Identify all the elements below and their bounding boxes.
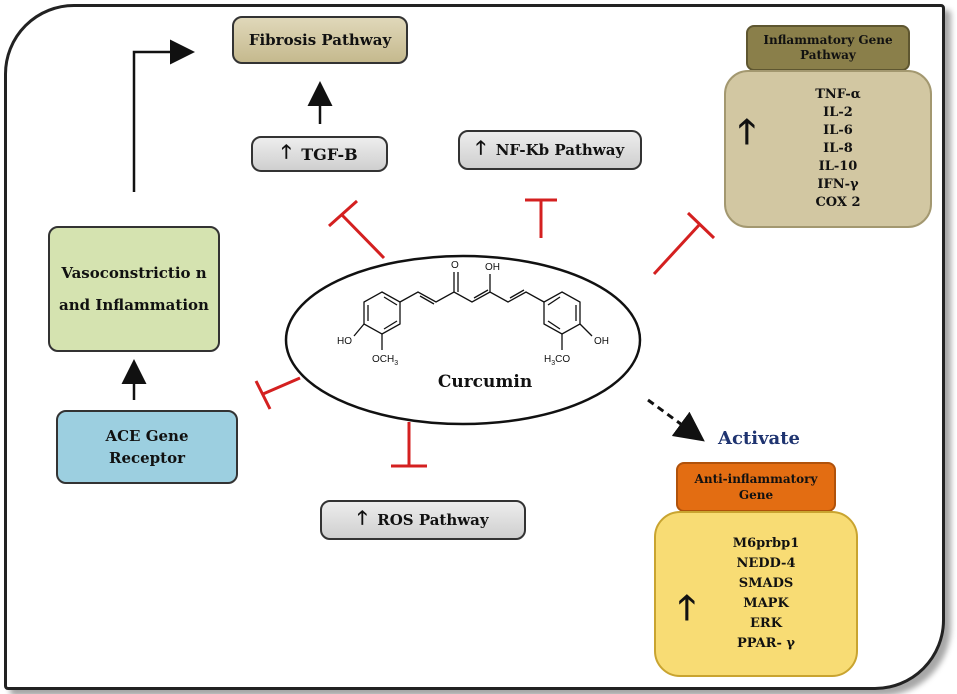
chem-label-oh-right: OH	[594, 336, 609, 347]
fibrosis-pathway-label: Fibrosis Pathway	[248, 31, 392, 49]
chem-label-oh-top: OH	[485, 262, 500, 273]
vasoconstriction-box: Vasoconstrictio n and Inflammation	[48, 226, 220, 352]
inflammatory-gene-item: IL-2	[823, 105, 853, 120]
inflammatory-header-box: Inflammatory Gene Pathway	[746, 25, 910, 71]
anti-inflammatory-up-arrow-icon: 🡑	[678, 588, 696, 628]
ace-gene-receptor-label: ACE Gene Receptor	[105, 427, 189, 467]
anti-inflammatory-gene-item: M6prbp1	[732, 536, 800, 551]
nfkb-pathway-label: NF-Kb Pathway	[495, 141, 625, 159]
inflammatory-gene-item: COX 2	[815, 195, 861, 210]
inflammatory-gene-item: IFN-γ	[817, 177, 859, 192]
anti-inflammatory-gene-list: M6prbp1 NEDD-4 SMADS MAPK ERK PPAR- γ	[733, 534, 800, 654]
inflammatory-gene-item: IL-8	[823, 141, 853, 156]
fibrosis-pathway-box: Fibrosis Pathway	[232, 16, 408, 64]
up-arrow-icon: 🡑	[281, 141, 292, 163]
inflammatory-gene-box: TNF-α IL-2 IL-6 IL-8 IL-10 IFN-γ COX 2	[724, 70, 932, 228]
up-arrow-icon: 🡑	[475, 137, 486, 159]
inflammatory-header-label: Inflammatory Gene Pathway	[763, 33, 893, 62]
chem-label-och3: OCH3	[372, 354, 398, 367]
anti-inflammatory-gene-box: M6prbp1 NEDD-4 SMADS MAPK ERK PPAR- γ	[654, 511, 858, 677]
up-arrow-icon: 🡑	[357, 507, 368, 529]
inhibit-ace-symbol	[254, 376, 301, 410]
inhibit-inflammatory-symbol	[652, 211, 716, 276]
chem-label-o: O	[451, 260, 459, 271]
ros-pathway-label: ROS Pathway	[377, 511, 489, 529]
inflammatory-up-arrow-icon: 🡑	[738, 112, 756, 152]
anti-inflammatory-gene-item: SMADS	[738, 576, 794, 591]
anti-inflammatory-header-label: Anti-inflammatory Gene	[694, 472, 818, 502]
vasoconstriction-label: Vasoconstrictio n and Inflammation	[59, 264, 209, 314]
inflammatory-gene-item: IL-10	[818, 159, 858, 174]
nfkb-pathway-box: 🡑 NF-Kb Pathway	[458, 130, 642, 170]
inflammatory-gene-item: IL-6	[823, 123, 853, 138]
inhibit-tgf-symbol	[328, 199, 386, 260]
anti-inflammatory-gene-item: ERK	[749, 616, 782, 631]
ros-pathway-box: 🡑 ROS Pathway	[320, 500, 526, 540]
activate-label: Activate	[718, 428, 800, 449]
anti-inflammatory-header-box: Anti-inflammatory Gene	[676, 462, 836, 512]
vaso-to-fibrosis-arrow	[132, 39, 195, 192]
activate-dashed-arrow	[647, 398, 705, 442]
anti-inflammatory-gene-item: PPAR- γ	[736, 636, 795, 651]
chem-label-ho-left: HO	[337, 336, 352, 347]
tgf-b-box: 🡑 TGF-B	[251, 136, 388, 172]
inflammatory-gene-item: TNF-α	[815, 87, 861, 102]
curcumin-label: Curcumin	[437, 372, 533, 392]
inhibit-nfkb-symbol	[525, 198, 557, 238]
chem-label-h3co: H3CO	[544, 354, 570, 367]
inflammatory-gene-list: TNF-α IL-2 IL-6 IL-8 IL-10 IFN-γ COX 2	[815, 86, 861, 212]
anti-inflammatory-gene-item: NEDD-4	[736, 556, 796, 571]
anti-inflammatory-gene-item: MAPK	[743, 596, 789, 611]
curcumin-structure	[353, 272, 593, 350]
ace-gene-receptor-box: ACE Gene Receptor	[56, 410, 238, 484]
tgf-b-label: TGF-B	[301, 144, 358, 164]
inhibit-ros-symbol	[391, 422, 427, 468]
